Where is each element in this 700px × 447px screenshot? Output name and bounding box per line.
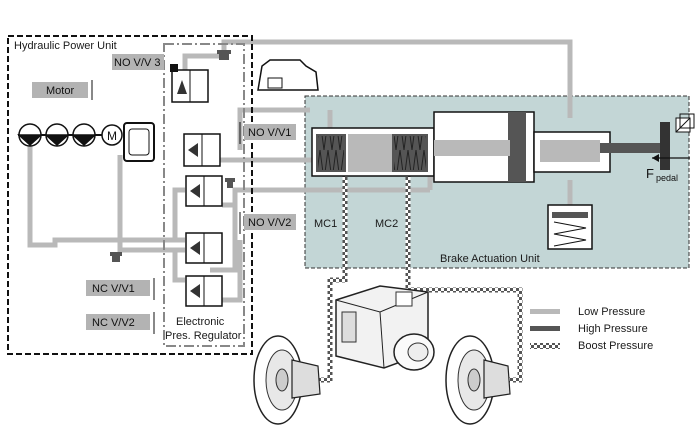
pedal-sensor-icon xyxy=(675,113,695,133)
electronic-pres-regulator-boundary xyxy=(163,43,245,347)
legend-label-low: Low Pressure xyxy=(578,306,645,318)
valve-nc-vv2 xyxy=(185,275,223,307)
nc-vv1-tag xyxy=(86,280,150,296)
master-cylinder xyxy=(311,127,435,177)
nc-vv2-label: NC V/V2 xyxy=(92,317,135,329)
pump-group xyxy=(17,123,123,147)
no-vv2-label: NO V/V2 xyxy=(248,217,291,229)
hydraulic-power-unit-boundary xyxy=(7,35,253,355)
mc1-label: MC1 xyxy=(314,218,337,230)
motor-symbol: M xyxy=(107,129,117,143)
brake-disc-right xyxy=(445,335,511,425)
no-vv1-label: NO V/V1 xyxy=(248,127,291,139)
valve-nc-vv1 xyxy=(185,232,223,264)
legend: Low Pressure High Pressure Boost Pressur… xyxy=(530,306,653,352)
pedal-simulator xyxy=(547,204,593,250)
f-pedal-label: F xyxy=(646,166,654,181)
legend-label-boost: Boost Pressure xyxy=(578,340,653,352)
hecu-unit xyxy=(335,285,435,371)
legend-label-high: High Pressure xyxy=(578,323,648,335)
motor-tag xyxy=(32,82,88,98)
no-vv2-tag xyxy=(244,214,296,230)
legend-swatch-low xyxy=(530,309,560,314)
pedal-rod xyxy=(600,143,660,153)
no-vv1-tag xyxy=(244,124,296,140)
valve-no-vv1 xyxy=(183,133,221,167)
mc2-label: MC2 xyxy=(375,218,398,230)
master-reservoir xyxy=(257,59,319,91)
legend-swatch-boost xyxy=(530,343,560,349)
nc-vv1-label: NC V/V1 xyxy=(92,283,135,295)
booster xyxy=(433,111,611,183)
legend-swatch-high xyxy=(530,326,560,331)
pedal xyxy=(660,122,670,170)
no-vv3-tag xyxy=(112,54,164,70)
drain-symbol-1 xyxy=(110,252,122,262)
brake-actuation-unit-label: Brake Actuation Unit xyxy=(440,253,540,265)
drain-symbol-3 xyxy=(225,178,235,188)
drain-symbol-2 xyxy=(217,50,231,60)
valve-no-vv2 xyxy=(185,175,223,207)
motor-label: Motor xyxy=(46,85,74,97)
electronic-pres-regulator-label-2: Pres. Regulator xyxy=(165,330,242,342)
hydraulic-power-unit-label: Hydraulic Power Unit xyxy=(14,40,117,52)
valve-no-vv3 xyxy=(170,64,209,103)
nc-vv2-tag xyxy=(86,314,150,330)
f-pedal-subscript: pedal xyxy=(656,173,678,183)
no-vv3-label: NO V/V 3 xyxy=(114,57,160,69)
electronic-pres-regulator-label-1: Electronic xyxy=(176,316,225,328)
brake-disc-left xyxy=(253,335,321,425)
